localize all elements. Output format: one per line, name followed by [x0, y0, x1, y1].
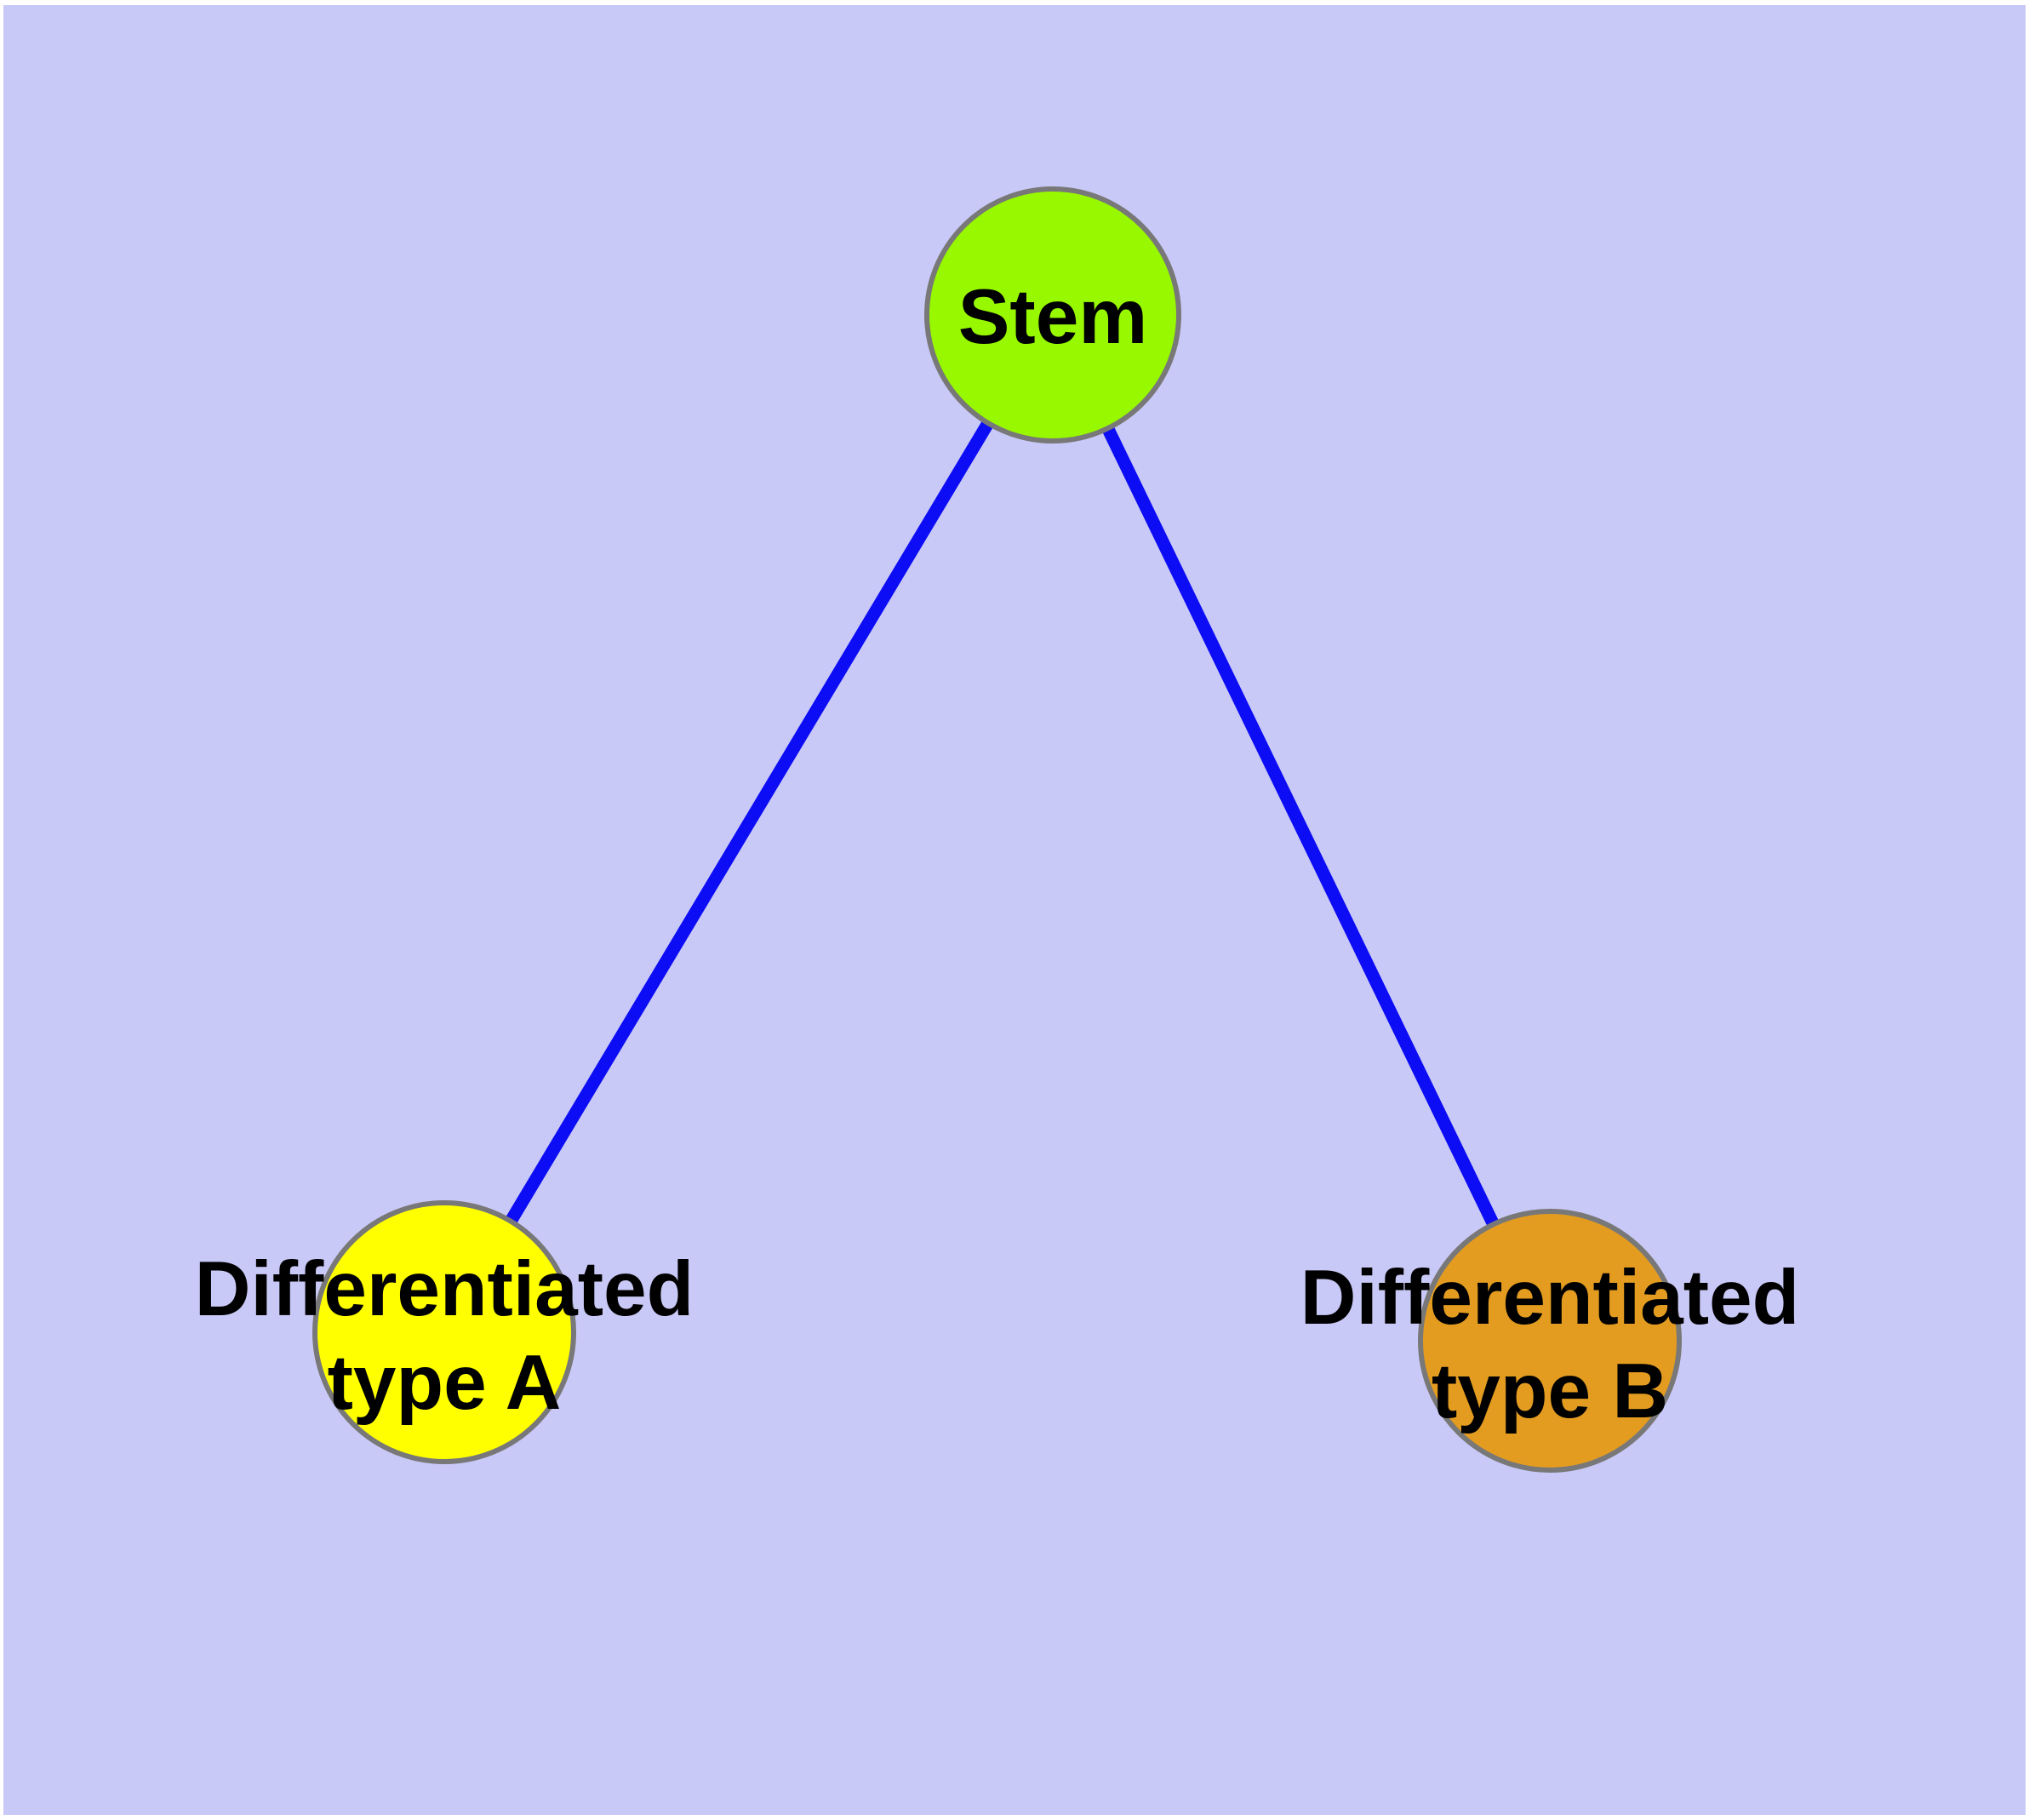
node-stem: Stem: [924, 186, 1181, 444]
node-stem-circle: [924, 186, 1181, 444]
node-differentiated-type-b-circle: [1418, 1209, 1682, 1473]
node-stem-label: Stem: [958, 274, 1148, 360]
node-differentiated-type-a-label-line: type A: [328, 1340, 562, 1426]
node-differentiated-type-b-label-line: type B: [1432, 1348, 1668, 1434]
node-differentiated-type-a-circle: [312, 1200, 576, 1464]
edge-stem-to-type-b: [1047, 312, 1556, 1344]
node-differentiated-type-a-label-line: Differentiated: [195, 1246, 694, 1332]
node-stem-label-line: Stem: [958, 274, 1148, 360]
node-differentiated-type-b-label-line: Differentiated: [1300, 1255, 1800, 1341]
edge-stem-to-type-a: [438, 312, 1059, 1336]
